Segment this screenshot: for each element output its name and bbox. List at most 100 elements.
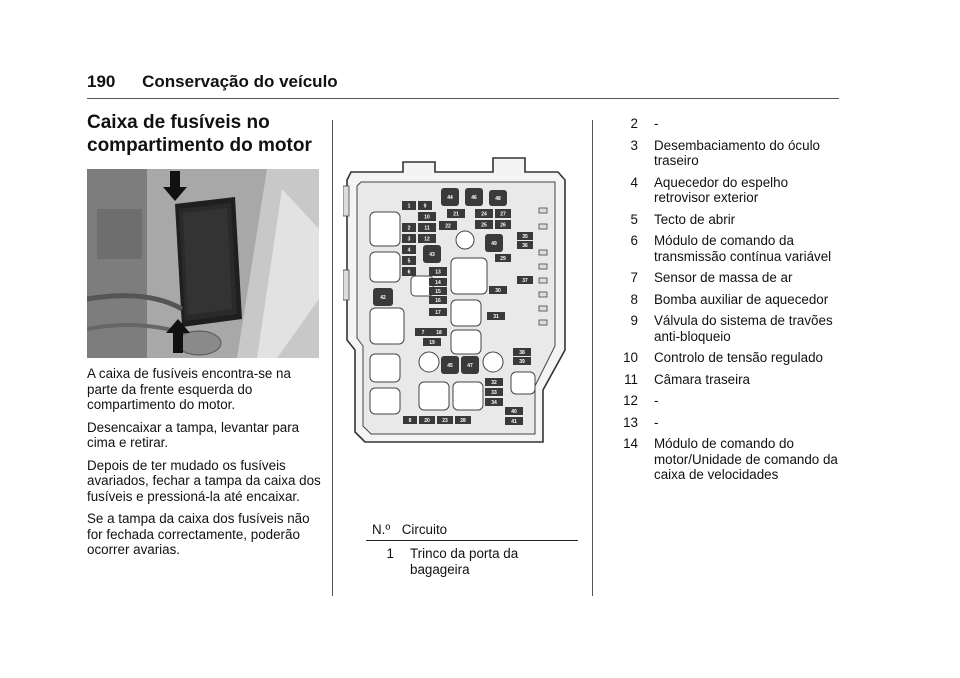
fuse-label: 17 bbox=[435, 310, 441, 316]
row-number: 10 bbox=[623, 350, 638, 365]
row-number: 9 bbox=[630, 313, 638, 328]
fuse-box-diagram: 1 9 10 2 11 3 12 4 5 6 13 14 15 16 17 7 … bbox=[343, 157, 566, 443]
fuse-label: 23 bbox=[442, 418, 448, 424]
fuse-label: 6 bbox=[408, 270, 411, 276]
table-row: 11 Câmara traseira bbox=[606, 372, 842, 388]
table-row: 9 Válvula do sistema de travões anti-bloq… bbox=[606, 313, 842, 344]
fuse-label: 10 bbox=[424, 215, 430, 221]
page-header: 190 Conservação do veículo bbox=[87, 72, 338, 92]
row-circuit: Módulo de comando do motor/Unidade de co… bbox=[654, 436, 838, 482]
column-divider bbox=[592, 120, 593, 596]
row-circuit: Câmara traseira bbox=[654, 371, 750, 387]
fuse-label: 27 bbox=[500, 212, 506, 218]
table-row: 14 Módulo de comando do motor/Unidade de … bbox=[606, 436, 842, 483]
row-circuit: Tecto de abrir bbox=[654, 211, 736, 227]
fuse-label: 12 bbox=[424, 237, 430, 243]
row-circuit: Módulo de comando da transmissão contínu… bbox=[654, 233, 832, 264]
table-row: 4 Aquecedor do espelho retrovisor exterio… bbox=[606, 175, 842, 206]
fuse-label: 29 bbox=[500, 256, 506, 262]
fuse-label: 38 bbox=[519, 350, 525, 356]
fuse-label: 46 bbox=[471, 195, 477, 201]
row-number: 3 bbox=[630, 137, 638, 153]
paragraph: Se a tampa da caixa dos fusíveis não for… bbox=[87, 511, 310, 557]
row-number: 6 bbox=[630, 233, 638, 248]
table-row: 10 Controlo de tensão regulado bbox=[606, 350, 842, 366]
fuse-label: 13 bbox=[435, 270, 441, 276]
fuse-label: 16 bbox=[435, 298, 441, 304]
fuse-label: 18 bbox=[436, 330, 442, 336]
table-row: 2- bbox=[606, 116, 842, 132]
table-row: 5 Tecto de abrir bbox=[606, 212, 842, 228]
column-header-number: N.º bbox=[372, 522, 391, 537]
fuse-label: 45 bbox=[447, 363, 453, 369]
fuse-label: 15 bbox=[435, 289, 441, 295]
page-number: 190 bbox=[87, 72, 116, 91]
column-header-circuit: Circuito bbox=[401, 522, 448, 537]
fuse-label: 32 bbox=[491, 380, 497, 386]
fuse-label: 21 bbox=[453, 212, 459, 218]
fuse-label: 24 bbox=[481, 212, 487, 218]
row-number: 13 bbox=[623, 414, 638, 430]
row-circuit: Trinco da porta da bagageira bbox=[410, 546, 519, 577]
fuse-label: 8 bbox=[409, 418, 412, 424]
table-row: 8 Bomba auxiliar de aquecedor bbox=[606, 292, 842, 308]
row-circuit: Desembaciamento do óculo traseiro bbox=[654, 137, 820, 169]
row-circuit: Válvula do sistema de travões anti-bloqu… bbox=[654, 313, 833, 344]
paragraph: Desencaixar a tampa, levantar para cima … bbox=[87, 419, 300, 451]
row-circuit: Bomba auxiliar de aquecedor bbox=[654, 291, 829, 307]
fuse-label: 35 bbox=[522, 234, 528, 240]
fuse-label: 1 bbox=[408, 204, 411, 210]
jcase-fuse-group: 44 46 48 4 3 49 42 45 47 bbox=[373, 188, 507, 374]
table-header-rule bbox=[366, 540, 578, 541]
row-number: 11 bbox=[624, 371, 638, 387]
row-circuit: - bbox=[654, 393, 659, 408]
chapter-title: Conservação do veículo bbox=[142, 72, 338, 91]
fuse-label: 5 bbox=[408, 259, 411, 265]
row-circuit: Aquecedor do espelho retrovisor exterior bbox=[654, 174, 789, 206]
table-row: 6 Módulo de comando da transmissão contín… bbox=[606, 233, 842, 264]
fuse-label: 3 bbox=[408, 237, 411, 243]
fuse-label: 44 bbox=[447, 195, 453, 201]
fuse-label: 33 bbox=[491, 390, 497, 396]
fuse-label: 26 bbox=[500, 223, 506, 229]
fuse-label: 9 bbox=[424, 204, 427, 210]
fuse-label: 47 bbox=[467, 363, 473, 369]
paragraph: Depois de ter mudado os fusíveis avariad… bbox=[87, 457, 321, 504]
table-row: 7 Sensor de massa de ar bbox=[606, 270, 842, 286]
fuse-label: 41 bbox=[511, 419, 517, 425]
row-circuit: - bbox=[654, 116, 659, 131]
column-divider bbox=[332, 120, 333, 596]
fuse-label: 49 bbox=[491, 241, 497, 247]
table-row: 12- bbox=[606, 393, 842, 409]
fuse-label: 2 bbox=[408, 226, 411, 232]
row-number: 7 bbox=[630, 270, 638, 285]
fuse-label: 25 bbox=[481, 223, 487, 229]
fuse-label: 7 bbox=[422, 330, 425, 336]
section-title: Caixa de fusíveis no compartimento do mo… bbox=[87, 112, 312, 156]
header-rule bbox=[87, 98, 839, 99]
fuse-label: 22 bbox=[445, 224, 451, 230]
row-number: 8 bbox=[630, 291, 638, 307]
row-number: 14 bbox=[623, 436, 638, 451]
fuse-label: 42 bbox=[380, 295, 386, 301]
fuse-label: 37 bbox=[522, 278, 528, 284]
table-row: 3 Desembaciamento do óculo traseiro bbox=[606, 138, 842, 169]
fuse-label: 31 bbox=[493, 314, 499, 320]
fuse-label: 4 bbox=[408, 248, 411, 254]
fuse-label: 28 bbox=[460, 418, 466, 424]
row-number: 5 bbox=[630, 211, 638, 227]
row-circuit: Sensor de massa de ar bbox=[654, 270, 793, 285]
table-header: N.º Circuito bbox=[372, 522, 578, 537]
row-number: 2 bbox=[630, 116, 638, 131]
engine-fusebox-photo bbox=[87, 169, 319, 358]
fuse-label: 14 bbox=[435, 280, 441, 286]
fuse-label: 30 bbox=[495, 288, 501, 294]
fuse-label: 20 bbox=[424, 418, 430, 424]
fuse-label: 48 bbox=[495, 196, 501, 202]
table-row: 13- bbox=[606, 415, 842, 431]
row-circuit: Controlo de tensão regulado bbox=[654, 350, 823, 365]
row-number: 4 bbox=[630, 174, 638, 190]
